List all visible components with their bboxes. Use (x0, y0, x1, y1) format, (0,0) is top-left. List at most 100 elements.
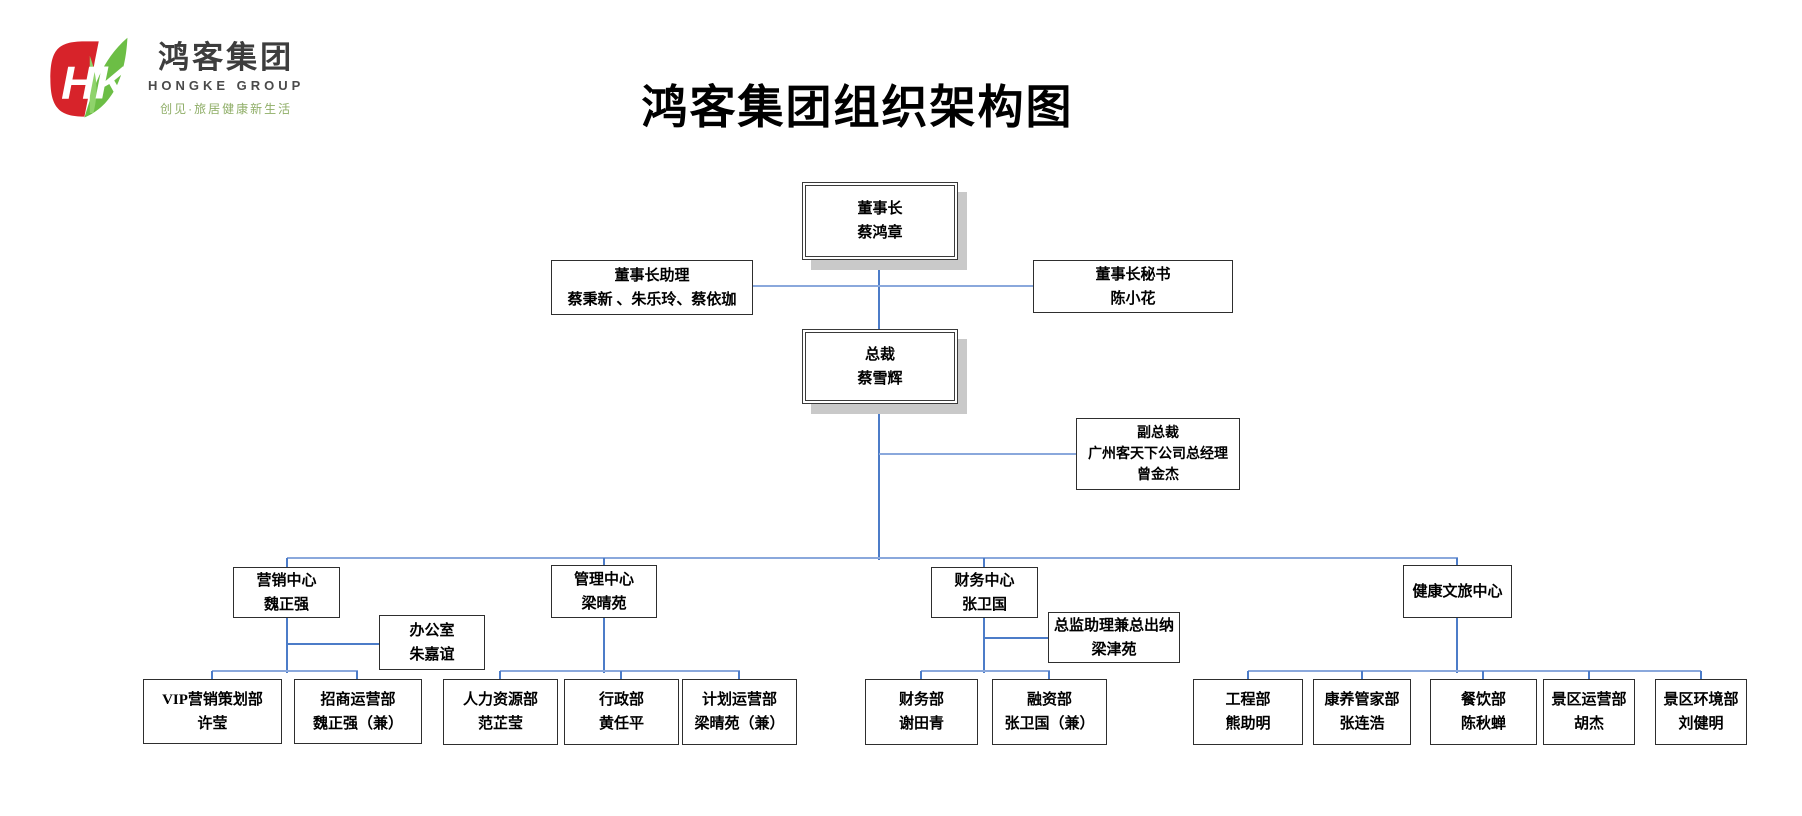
org-node-label: 张卫国 (961, 596, 1007, 613)
connector-line (1482, 671, 1484, 680)
org-node-label: 计划运营部 (701, 692, 777, 708)
org-node-finance-center: 财务中心张卫国 (931, 567, 1038, 618)
org-node-label: 总裁 (864, 346, 895, 363)
org-node-label: 景区环境部 (1663, 692, 1739, 708)
org-node-label: 陈秋蝉 (1460, 716, 1506, 732)
page-title: 鸿客集团组织架构图 (641, 81, 1074, 133)
connector-line (1456, 618, 1458, 673)
org-node-label: 魏正强 (263, 596, 309, 613)
org-node-label: 行政部 (598, 692, 644, 708)
org-node-label: 康养管家部 (1324, 692, 1400, 708)
org-node-catering-dept: 餐饮部陈秋蝉 (1430, 679, 1537, 745)
connector-line (287, 643, 379, 645)
svg-text:HK: HK (61, 57, 132, 109)
org-node-investment-ops-dept: 招商运营部魏正强（兼） (294, 679, 422, 744)
org-node-label: 财务部 (898, 692, 944, 708)
logo-tagline: 创见·旅居健康新生活 (160, 101, 293, 116)
org-node-label: 管理中心 (573, 571, 634, 588)
org-node-label: 人力资源部 (462, 692, 538, 708)
org-node-label: 董事长助理 (614, 267, 690, 284)
connector-line (878, 260, 880, 330)
org-node-label: 总监助理兼总出纳 (1053, 617, 1174, 634)
org-node-finance-dept: 财务部谢田青 (865, 679, 978, 745)
org-node-label: 融资部 (1026, 692, 1072, 708)
org-node-scenic-env-dept: 景区环境部刘健明 (1655, 679, 1747, 745)
connector-line (356, 671, 358, 680)
org-node-hr-dept: 人力资源部范芷莹 (443, 679, 558, 745)
org-node-office: 办公室朱嘉谊 (379, 615, 485, 670)
logo-company-name-en: HONGKE GROUP (148, 77, 305, 93)
org-node-vip-marketing-dept: VIP营销策划部许莹 (143, 679, 282, 744)
org-node-planning-ops-dept: 计划运营部梁晴苑（兼） (682, 679, 797, 745)
connector-line (287, 557, 1458, 559)
org-node-admin-dept: 行政部黄任平 (564, 679, 679, 745)
org-node-management-center: 管理中心梁晴苑 (551, 565, 657, 618)
connector-line (1456, 558, 1458, 566)
org-node-label: 广州客天下公司总经理 (1088, 446, 1228, 462)
org-node-vice-president: 副总裁广州客天下公司总经理曾金杰 (1076, 418, 1240, 490)
connector-line (603, 618, 605, 673)
connector-line (212, 670, 358, 672)
connector-line (286, 558, 288, 568)
connector-line (983, 618, 985, 673)
org-node-label: 景区运营部 (1551, 692, 1627, 708)
org-node-label: 餐饮部 (1460, 692, 1506, 708)
org-node-label: VIP营销策划部 (162, 691, 263, 708)
org-node-label: 黄任平 (598, 716, 644, 732)
hk-leaf-logo-icon: HK (50, 37, 132, 118)
company-logo: HK 鸿客集团 HONGKE GROUP 创见·旅居健康新生活 (42, 36, 304, 122)
org-node-label: 董事长秘书 (1095, 266, 1171, 283)
connector-line (1700, 671, 1702, 680)
org-node-label: 魏正强（兼） (312, 715, 403, 732)
org-node-label: 招商运营部 (320, 691, 396, 708)
org-node-label: 曾金杰 (1137, 467, 1179, 483)
org-node-label: 工程部 (1225, 692, 1271, 708)
org-node-label: 范芷莹 (477, 716, 523, 732)
org-node-marketing-center: 营销中心魏正强 (233, 567, 340, 618)
org-node-label: 谢田青 (898, 716, 944, 732)
org-node-label: 梁晴苑 (581, 595, 627, 612)
connector-line (603, 558, 605, 566)
connector-line (984, 637, 1048, 639)
org-node-chairman-secretary: 董事长秘书陈小花 (1033, 260, 1233, 313)
org-node-label: 张卫国（兼） (1004, 716, 1095, 732)
org-node-label: 蔡鸿章 (857, 225, 903, 241)
org-node-label: 蔡秉新 、朱乐玲、蔡依珈 (567, 291, 737, 308)
org-node-label: 张连浩 (1339, 716, 1385, 732)
connector-line (1247, 671, 1249, 680)
org-node-health-tourism-center: 健康文旅中心 (1403, 565, 1512, 618)
org-node-chairman-assistant: 董事长助理蔡秉新 、朱乐玲、蔡依珈 (551, 260, 753, 315)
connector-line (753, 285, 1033, 287)
connector-line (1048, 671, 1050, 680)
org-node-label: 蔡雪辉 (857, 370, 903, 387)
org-node-wellness-butler-dept: 康养管家部张连浩 (1313, 679, 1411, 745)
org-node-president: 总裁蔡雪辉 (802, 329, 958, 404)
org-node-label: 梁晴苑（兼） (694, 716, 785, 732)
org-node-label: 副总裁 (1137, 425, 1179, 441)
org-node-label: 健康文旅中心 (1412, 583, 1503, 600)
org-node-label: 梁津苑 (1091, 641, 1137, 658)
org-node-chairman: 董事长蔡鸿章 (802, 182, 958, 260)
org-node-label: 熊助明 (1225, 716, 1271, 732)
connector-line (879, 453, 1076, 455)
connector-line (738, 671, 740, 680)
org-node-label: 胡杰 (1573, 716, 1604, 732)
connector-line (1248, 670, 1701, 672)
org-node-label: 董事长 (857, 201, 903, 217)
logo-company-name-cn: 鸿客集团 (158, 40, 295, 76)
connector-line (286, 618, 288, 673)
connector-line (499, 671, 501, 680)
org-node-label: 办公室 (409, 622, 455, 639)
org-node-chief-treasurer: 总监助理兼总出纳梁津苑 (1048, 612, 1180, 663)
org-node-scenic-ops-dept: 景区运营部胡杰 (1543, 679, 1635, 745)
connector-line (920, 671, 922, 680)
org-node-label: 陈小花 (1110, 290, 1156, 307)
org-node-label: 财务中心 (954, 572, 1015, 589)
org-node-engineering-dept: 工程部熊助明 (1193, 679, 1303, 745)
connector-line (878, 404, 880, 560)
org-node-label: 朱嘉谊 (409, 646, 455, 663)
connector-line (211, 671, 213, 680)
connector-line (983, 558, 985, 568)
org-node-label: 刘健明 (1678, 716, 1724, 732)
